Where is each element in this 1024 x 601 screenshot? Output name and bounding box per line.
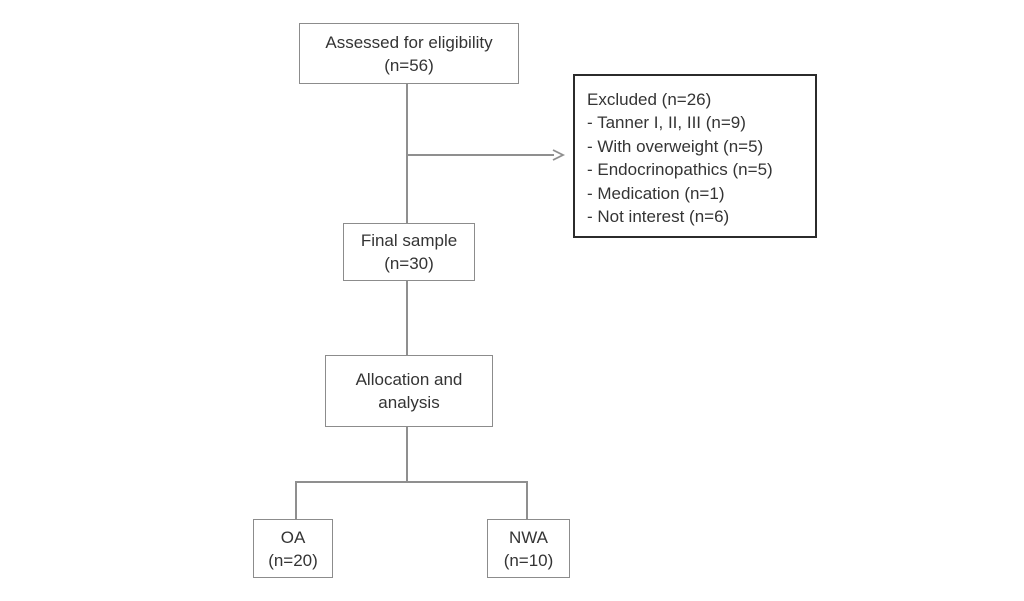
node-allocation-label-line2: analysis — [378, 393, 440, 412]
node-final-sample: Final sample (n=30) — [343, 223, 475, 281]
node-nwa-count: (n=10) — [503, 550, 554, 570]
arrowhead-right-icon — [552, 149, 566, 161]
node-excluded: Excluded (n=26) - Tanner I, II, III (n=9… — [573, 74, 817, 238]
node-excluded-item: - With overweight (n=5) — [587, 136, 764, 156]
node-final-label: Final sample — [360, 231, 458, 250]
connector-allocation-to-branch — [406, 427, 408, 482]
connector-to-excluded — [408, 154, 554, 156]
node-oa-group: OA (n=20) — [253, 519, 333, 578]
node-final-count: (n=30) — [384, 254, 434, 273]
node-nwa-group: NWA (n=10) — [487, 519, 570, 578]
node-oa-count: (n=20) — [268, 550, 318, 570]
node-excluded-item: - Not interest (n=6) — [587, 207, 730, 227]
node-oa-label: OA — [280, 527, 306, 547]
node-allocation-label-line1: Allocation and — [355, 370, 463, 389]
connector-assessed-to-final — [406, 84, 408, 223]
node-excluded-item: - Endocrinopathics (n=5) — [587, 160, 773, 180]
connector-branch-horizontal — [295, 481, 528, 483]
connector-branch-to-nwa — [526, 481, 528, 519]
node-allocation-analysis: Allocation and analysis — [325, 355, 493, 427]
node-excluded-item: - Medication (n=1) — [587, 183, 725, 203]
node-excluded-title: Excluded (n=26) — [587, 90, 712, 109]
connector-final-to-allocation — [406, 281, 408, 355]
node-nwa-label: NWA — [508, 527, 549, 547]
node-assessed-label: Assessed for eligibility — [325, 32, 493, 52]
node-excluded-item: - Tanner I, II, III (n=9) — [587, 113, 746, 133]
connector-branch-to-oa — [295, 481, 297, 519]
node-assessed-for-eligibility: Assessed for eligibility (n=56) — [299, 23, 519, 84]
node-assessed-count: (n=56) — [384, 55, 434, 75]
